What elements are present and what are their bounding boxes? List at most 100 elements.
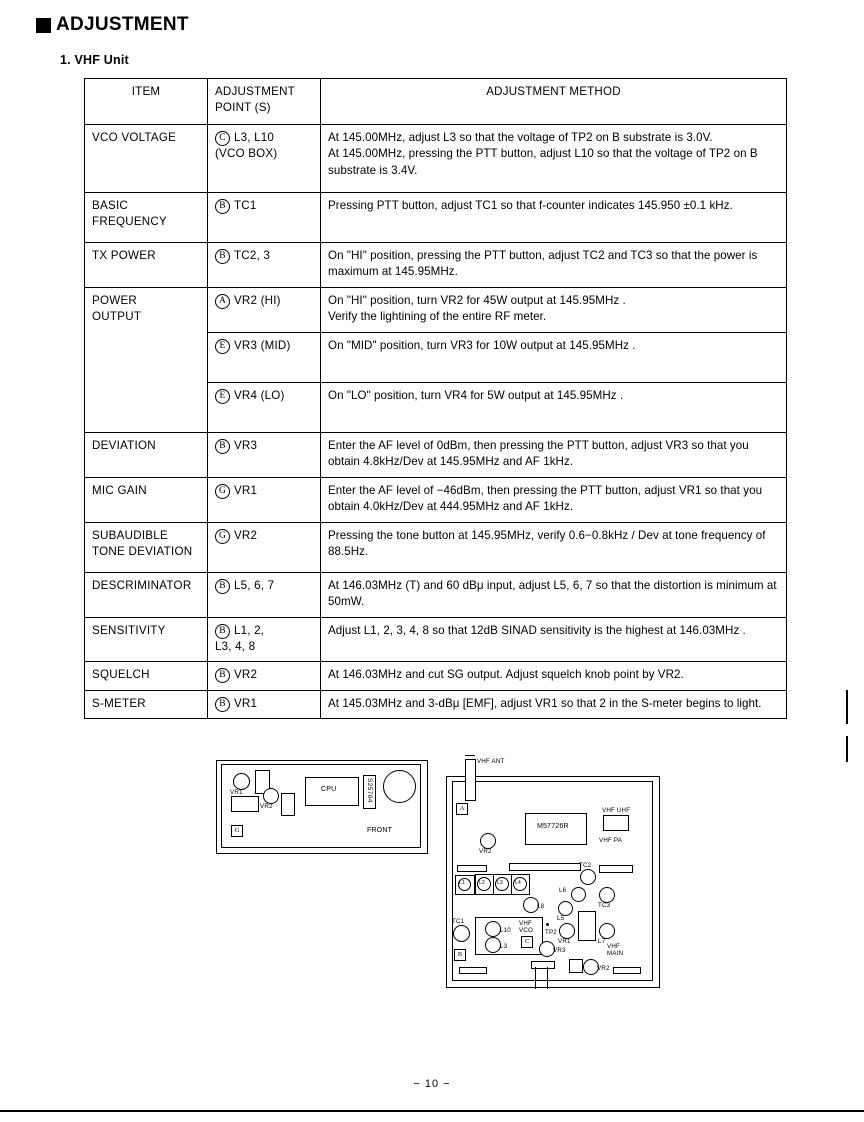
l1-coil: [458, 878, 471, 891]
circled-marker-icon: A: [215, 293, 230, 309]
component-block-bottom: [569, 959, 583, 973]
l3-top-coil: [495, 877, 509, 891]
cell-adjustment-method: On "HI" position, pressing the PTT butto…: [320, 242, 787, 288]
shield-strip-mid: [509, 863, 581, 871]
pa-module-label: M57726R: [537, 823, 569, 830]
l3-vco-coil: [485, 937, 501, 953]
l3-vco-label: L3: [500, 943, 508, 950]
table-header-row: ITEM ADJUSTMENT POINT (S) ADJUSTMENT MET…: [84, 78, 787, 125]
cpu-block: [305, 777, 359, 806]
table-row: MIC GAIN G VR1 Enter the AF level of −46dBm…: [84, 476, 787, 523]
l8-label: L8: [537, 903, 545, 910]
circled-marker-icon: B: [215, 249, 230, 264]
adjustment-point-text: L3, L10 (VCO BOX): [215, 131, 278, 161]
l2-coil: [477, 877, 491, 891]
board-outline: [221, 764, 421, 848]
vhf-main-label: VHF MAIN: [607, 943, 624, 958]
cell-item: S-METER: [84, 689, 208, 720]
cell-adjustment-method: Enter the AF level of 0dBm, then pressin…: [320, 431, 787, 478]
table-row: DEVIATION B VR3 Enter the AF level of 0dBm,…: [84, 431, 787, 478]
circled-marker-icon: E: [215, 388, 230, 404]
tc1-label: TC1: [452, 918, 465, 925]
cell-item: SUBAUDIBLE TONE DEVIATION: [84, 521, 208, 573]
adjustment-table-wrapper: ITEM ADJUSTMENT POINT (S) ADJUSTMENT MET…: [84, 78, 787, 720]
scan-edge-artifact: [846, 736, 848, 762]
cell-adjustment-point: B VR1: [207, 689, 321, 720]
cell-adjustment-method: Pressing PTT button, adjust TC1 so that …: [320, 192, 787, 243]
component-block-right: [578, 911, 596, 941]
l10-label: L10: [500, 927, 511, 934]
circled-marker-icon: B: [215, 199, 230, 214]
circled-marker-icon: B: [215, 696, 230, 712]
tc1-trimmer: [453, 925, 470, 942]
component-block-2: [231, 796, 259, 812]
adjustment-point-text: VR1: [234, 696, 258, 710]
circled-marker-icon: G: [215, 483, 230, 499]
adjustment-point-text: VR2: [234, 668, 258, 682]
cell-item: DESCRIMINATOR: [84, 571, 208, 618]
connector-lead-2: [547, 967, 549, 989]
vr1-label: VR1: [230, 789, 243, 796]
cell-adjustment-point: G VR1: [207, 476, 321, 523]
adjustment-point-text: L5, 6, 7: [234, 578, 275, 592]
cell-adjustment-method: Enter the AF level of −46dBm, then press…: [320, 476, 787, 523]
circled-marker-icon: C: [215, 131, 230, 146]
adjustment-point-text: VR2 (HI): [234, 293, 281, 307]
l7-label: L7: [598, 938, 606, 945]
table-row: S-METER B VR1 At 145.03MHz and 3-dBμ [EMF],…: [84, 689, 787, 720]
cpu-label: CPU: [321, 786, 337, 793]
subsection-title: 1. VHF Unit: [60, 53, 129, 67]
l8-coil: [523, 897, 539, 913]
ic-block: [363, 775, 376, 809]
vr2-label: VR2: [260, 803, 273, 810]
table-row: BASIC FREQUENCY B TC1 Pressing PTT button, …: [84, 192, 787, 243]
circled-marker-icon: B: [215, 578, 230, 594]
circled-marker-icon: B: [215, 623, 230, 639]
adjustment-point-text: VR3: [234, 438, 258, 452]
adjustment-table: ITEM ADJUSTMENT POINT (S) ADJUSTMENT MET…: [84, 78, 787, 720]
adjustment-point-text: TC1: [234, 199, 257, 212]
header-adjustment-method: ADJUSTMENT METHOD: [320, 78, 787, 125]
circled-marker-icon: B: [215, 438, 230, 454]
vhf-antenna-connector: [465, 759, 476, 801]
section-heading: ADJUSTMENT: [36, 14, 189, 36]
vr2-trimmer: [263, 788, 279, 804]
antenna-tip: [465, 755, 475, 757]
page-bottom-rule: [0, 1110, 864, 1112]
connector-lead-1: [535, 967, 537, 989]
vr2-top-trimmer: [480, 833, 496, 849]
cell-adjustment-method: Adjust L1, 2, 3, 4, 8 so that 12dB SINAD…: [320, 616, 787, 663]
shield-strip-right: [599, 865, 633, 873]
pa-module-block: [525, 813, 587, 845]
cell-item: MIC GAIN: [84, 476, 208, 523]
adjustment-point-text: L1, 2, L3, 4, 8: [215, 623, 265, 653]
cell-item: SQUELCH: [84, 661, 208, 691]
adjustment-point-text: VR1: [234, 483, 258, 497]
vr2-bottom-trimmer: [583, 959, 599, 975]
board-outline: [452, 781, 653, 981]
l6-label: L6: [559, 887, 567, 894]
l3-top-label: L3: [497, 880, 503, 886]
cell-adjustment-method: On "MID" position, turn VR3 for 10W outp…: [320, 331, 787, 383]
front-label: FRONT: [367, 827, 393, 834]
vr1-label: VR1: [558, 938, 571, 945]
cell-item: BASIC FREQUENCY: [84, 192, 208, 243]
cell-adjustment-method: At 145.03MHz and 3-dBμ [EMF], adjust VR1…: [320, 689, 787, 720]
adjustment-point-text: VR3 (MID): [234, 338, 291, 352]
l5-label: L5: [557, 915, 565, 922]
l10-coil: [485, 921, 501, 937]
tc3-trimmer: [599, 887, 615, 903]
tc3-label: TC3: [598, 902, 611, 909]
cell-item: DEVIATION: [84, 431, 208, 478]
cell-item: VCO VOLTAGE: [84, 124, 208, 193]
point-a-marker: A: [456, 803, 468, 815]
tp2-testpoint: [546, 923, 549, 926]
